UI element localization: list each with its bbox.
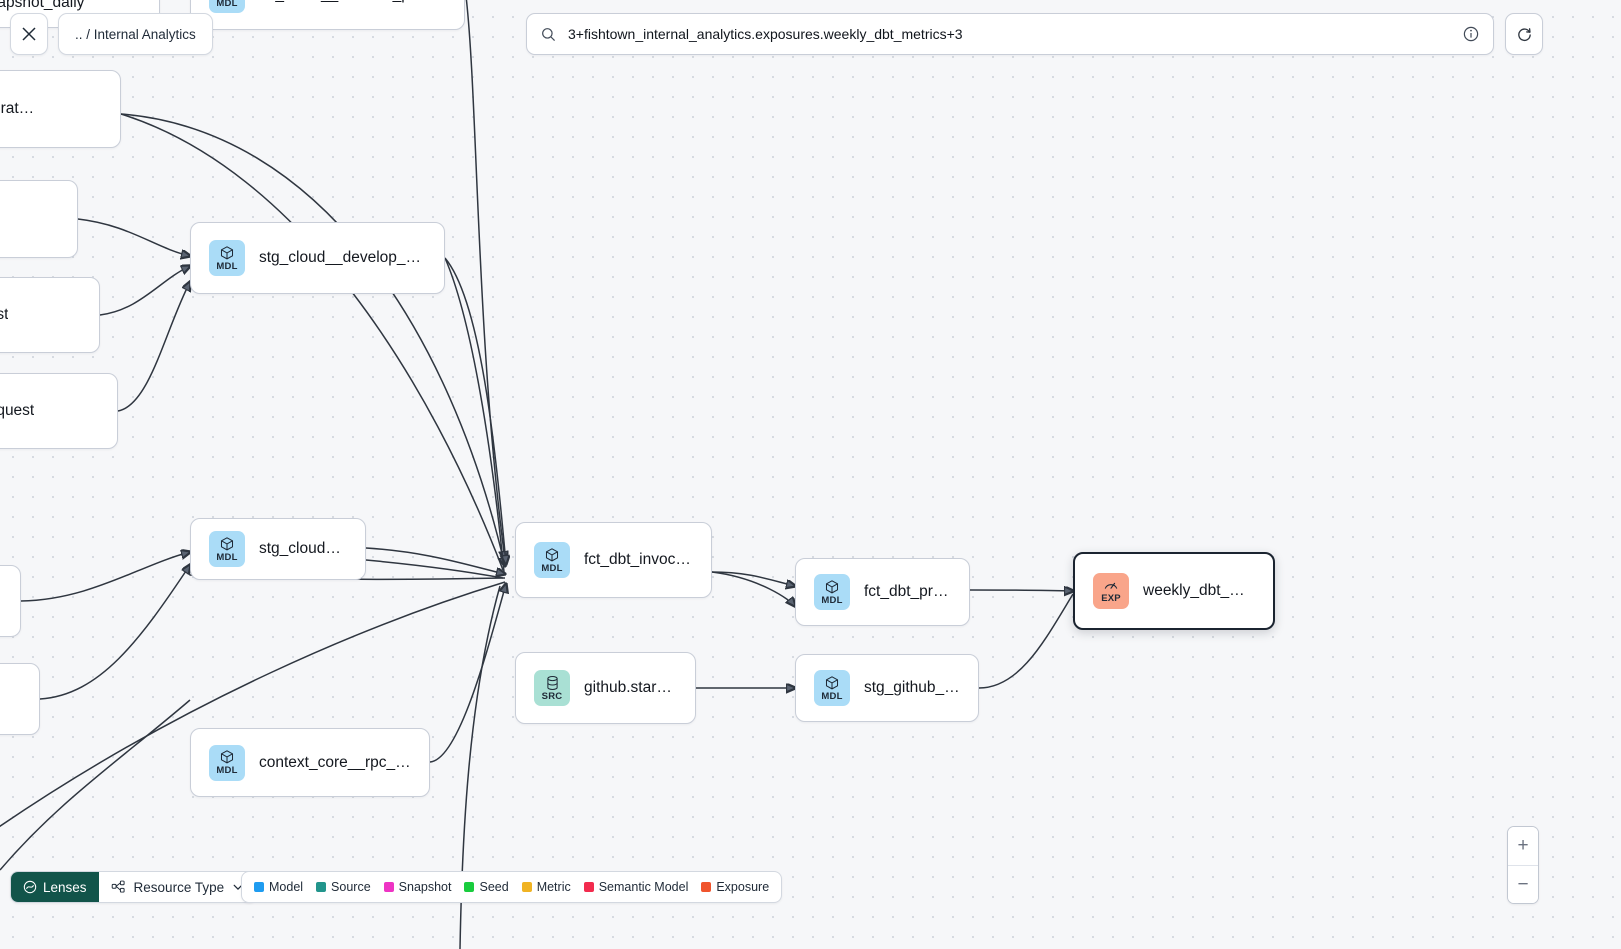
lineage-search-bar[interactable] (526, 13, 1494, 55)
node-label: fct_dbt_invocations (584, 551, 693, 568)
legend-swatch (521, 882, 532, 892)
resource-type-legend: Model Source Snapshot Seed Metric Semantic Mo… (241, 871, 783, 903)
zoom-in-button[interactable]: + (1508, 827, 1538, 865)
node-type-abbr: MDL (541, 562, 563, 574)
graph-node-develop_request2[interactable]: _develop_request (0, 373, 118, 449)
graph-node-weekly_dbt_metrics[interactable]: EXP weekly_dbt_metrics (1073, 552, 1275, 630)
legend-label: Snapshot (398, 880, 452, 894)
close-button[interactable] (10, 13, 48, 55)
resource-type-dropdown[interactable]: Resource Type (98, 872, 257, 902)
node-label: stg_cloud__develop_requests (259, 249, 426, 266)
node-label: context_core__rpc_request (259, 753, 411, 771)
cube-icon (219, 536, 235, 552)
graph-node-stg_github__stars[interactable]: MDL stg_github__stars (795, 654, 979, 722)
legend-item-exposure[interactable]: Exposure (701, 880, 769, 894)
graph-node-velop_request[interactable]: velop_request (0, 277, 100, 353)
node-type-abbr: EXP (1101, 593, 1121, 604)
node-type-abbr: MDL (216, 551, 238, 563)
node-type-badge-mdl: MDL (209, 744, 245, 781)
breadcrumb-label: .. / Internal Analytics (75, 26, 196, 42)
graph-node-stg_cloud__runs[interactable]: MDL stg_cloud__runs (190, 518, 366, 580)
legend-swatch (701, 882, 712, 892)
node-label: stg_github__stars (864, 679, 960, 696)
node-type-badge-mdl: MDL (209, 0, 245, 13)
node-type-abbr: MDL (216, 765, 238, 776)
node-type-badge-mdl: MDL (814, 670, 850, 706)
legend-item-seed[interactable]: Seed (464, 880, 509, 894)
node-label: fct_dbt_projects (864, 583, 951, 600)
node-label: velop_request (0, 306, 9, 323)
resource-type-label: Resource Type (133, 879, 225, 895)
zoom-out-button[interactable]: − (1508, 865, 1538, 903)
legend-label: Source (331, 880, 371, 894)
cube-icon (544, 547, 560, 563)
node-type-abbr: MDL (216, 0, 238, 9)
legend-item-metric[interactable]: Metric (521, 880, 571, 894)
refresh-button[interactable] (1505, 13, 1543, 55)
info-icon[interactable] (1463, 26, 1479, 42)
node-type-badge-mdl: MDL (209, 240, 245, 276)
legend-label: Semantic Model (598, 880, 689, 894)
graph-node-int_cloud__account_plan_history[interactable]: MDL int_cloud__account_plan_history (190, 0, 465, 30)
cube-icon (824, 579, 840, 595)
chevron-down-icon (233, 884, 243, 890)
zoom-controls[interactable]: + − (1507, 826, 1539, 904)
close-icon (22, 27, 36, 41)
legend-swatch (583, 882, 594, 892)
node-label: int_cloud__account_plan_history (259, 0, 446, 4)
node-type-abbr: MDL (216, 260, 238, 272)
legend-label: Metric (536, 880, 571, 894)
node-type-badge-mdl: MDL (534, 542, 570, 578)
node-label: _develop_request (0, 402, 35, 419)
legend-swatch (464, 882, 475, 892)
legend-item-snapshot[interactable]: Snapshot (383, 880, 452, 894)
node-label: stg_cloud__runs (259, 540, 347, 557)
legend-item-model[interactable]: Model (254, 880, 303, 894)
lens-icon (23, 880, 37, 894)
graph-node-fct_dbt_invocations[interactable]: MDL fct_dbt_invocations (515, 522, 712, 598)
node-type-abbr: MDL (821, 690, 843, 702)
legend-label: Model (269, 880, 304, 894)
legend-item-semantic-model[interactable]: Semantic Model (583, 880, 689, 894)
chart-line-icon (1103, 578, 1119, 593)
legend-swatch (316, 882, 327, 892)
legend-label: Seed (479, 880, 509, 894)
graph-node-fct_dbt_projects[interactable]: MDL fct_dbt_projects (795, 558, 970, 626)
node-type-abbr: SRC (541, 690, 563, 702)
lenses-toolbar[interactable]: Lenses Resource Type (10, 871, 258, 903)
node-label: github.stargazers (584, 679, 677, 696)
graph-node-multicell_migrat[interactable]: multicell_migrat… (0, 70, 121, 148)
node-type-badge-exp: EXP (1093, 573, 1129, 609)
search-input[interactable] (566, 25, 1453, 43)
node-label: multicell_migrat… (0, 100, 35, 117)
lenses-button[interactable]: Lenses (11, 872, 99, 902)
lenses-label: Lenses (43, 879, 87, 895)
database-icon (545, 675, 560, 691)
graph-node-dp_request[interactable]: p_request (0, 180, 78, 258)
legend-label: Exposure (716, 880, 770, 894)
node-label: snapshot_daily (0, 0, 85, 11)
graph-node-stg_cloud__develop_requests[interactable]: MDL stg_cloud__develop_requests (190, 222, 445, 294)
cube-icon (219, 245, 235, 261)
nodes-icon (111, 880, 125, 893)
graph-node-context_core__rpc_request[interactable]: MDL context_core__rpc_request (190, 728, 430, 797)
node-type-badge-mdl: MDL (814, 574, 850, 610)
legend-swatch (254, 882, 264, 892)
node-type-badge-src: SRC (534, 670, 570, 706)
breadcrumb[interactable]: .. / Internal Analytics (58, 13, 213, 55)
graph-node-github.stargazers[interactable]: SRC github.stargazers (515, 652, 696, 724)
node-type-badge-mdl: MDL (209, 531, 245, 567)
cube-icon (219, 749, 235, 765)
cube-icon (824, 675, 840, 691)
legend-swatch (383, 882, 394, 892)
refresh-icon (1517, 27, 1531, 41)
graph-node-partial_n[interactable]: n (0, 565, 21, 637)
node-type-abbr: MDL (821, 594, 843, 606)
search-icon (541, 27, 556, 42)
legend-item-source[interactable]: Source (316, 880, 371, 894)
graph-node-partial_run[interactable]: _run (0, 663, 40, 735)
node-label: weekly_dbt_metrics (1143, 582, 1255, 599)
